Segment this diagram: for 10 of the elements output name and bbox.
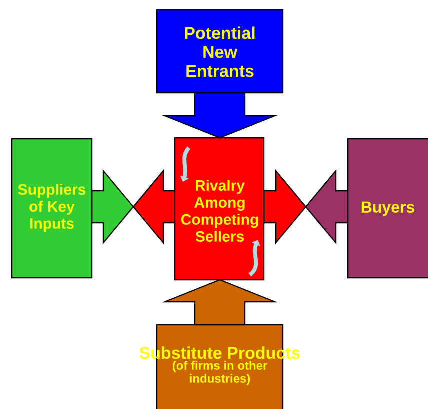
box: Potential New Entrants xyxy=(156,9,284,94)
box: Rivalry Among Competing Sellers xyxy=(174,137,265,281)
box: Buyers xyxy=(347,138,428,279)
box: Suppliers of Key Inputs xyxy=(11,138,93,279)
block-arrow xyxy=(162,92,278,139)
block-arrow xyxy=(263,169,307,245)
block-arrow xyxy=(305,169,349,245)
block-arrow xyxy=(91,169,134,245)
block-arrow xyxy=(132,169,176,245)
block-arrow xyxy=(162,279,278,326)
